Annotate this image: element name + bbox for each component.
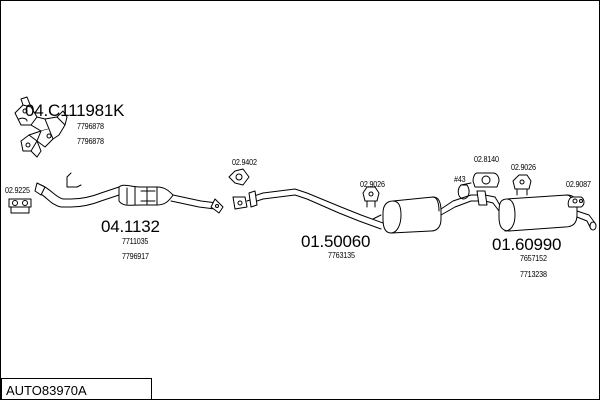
part-number-rear: 01.60990 (492, 235, 562, 254)
accessory-ref-02-9225: 02.9225 (5, 186, 30, 195)
accessory-ref-02-9402: 02.9402 (232, 158, 257, 167)
oem-manifold-1: 7796878 (77, 122, 104, 131)
accessory-ref-02-8140: 02.8140 (474, 155, 499, 164)
oem-front-pipe-1: 7711035 (122, 237, 149, 246)
rubber-mount-02-8140 (472, 172, 500, 188)
oem-intermediate-1: 7763135 (328, 251, 355, 260)
clamp-43 (457, 182, 472, 200)
oem-manifold-2: 7796878 (77, 137, 104, 146)
oem-rear-2: 7713238 (520, 270, 547, 279)
intermediate-pipe-with-silencer (248, 188, 486, 234)
part-number-manifold: 04.C111981K (25, 101, 125, 120)
rear-pipe-with-silencer (476, 190, 597, 232)
diagram-code: AUTO83970A (6, 383, 87, 398)
rubber-mount-02-9026 (362, 186, 380, 208)
part-number-front-pipe: 04.1132 (101, 217, 160, 236)
accessory-ref-clamp: #43 (454, 175, 466, 184)
front-pipe-with-catalyst (34, 172, 224, 214)
rubber-mount-02-9087 (567, 196, 585, 208)
gasket-02-9225 (8, 198, 32, 214)
oem-rear-1: 7657152 (520, 254, 547, 263)
gasket-02-9402 (228, 168, 254, 210)
diagram-code-box: AUTO83970A (1, 378, 152, 400)
exhaust-manifold (14, 96, 68, 158)
oem-front-pipe-2: 7796917 (122, 252, 149, 261)
rubber-mount-02-9026-rear (512, 174, 532, 196)
part-number-intermediate: 01.50060 (301, 232, 371, 251)
accessory-ref-02-9026-rear: 02.9026 (511, 163, 536, 172)
accessory-ref-02-9087: 02.9087 (566, 180, 591, 189)
accessory-ref-02-9026: 02.9026 (360, 180, 385, 189)
